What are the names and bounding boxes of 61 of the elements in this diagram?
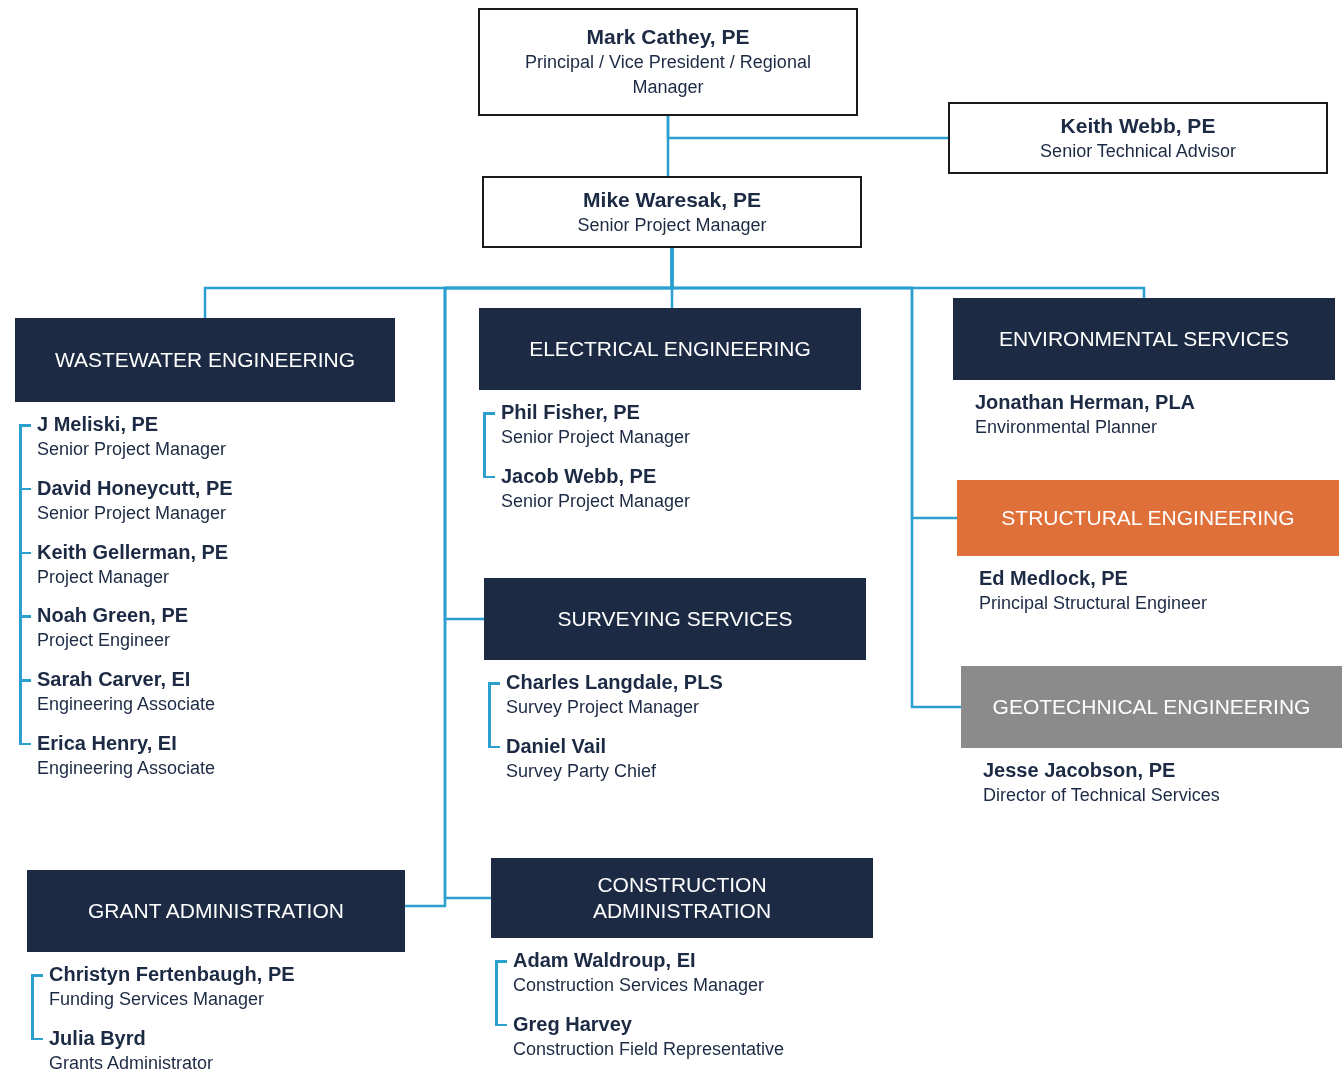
department-header: [484, 578, 866, 660]
person-name: Mark Cathey, PE: [586, 24, 750, 51]
department-title: SURVEYING SERVICES: [557, 605, 793, 632]
person-name: Erica Henry, EI: [37, 730, 178, 756]
person-box: [482, 176, 862, 248]
person-name: Ed Medlock, PE: [979, 566, 1129, 591]
person-name: Jacob Webb, PE: [501, 463, 658, 489]
job-title: Senior Technical Advisor: [1040, 139, 1236, 163]
person-name: Keith Gellerman, PE: [37, 539, 230, 565]
department-header: [953, 298, 1335, 380]
person-name: Julia Byrd: [49, 1025, 147, 1051]
connector-line: [670, 248, 961, 709]
job-title: Survey Project Manager: [506, 696, 701, 719]
job-title: Senior Project Manager: [501, 426, 692, 449]
person-name: Keith Webb, PE: [1060, 112, 1216, 139]
person-box: [478, 8, 858, 116]
person-name: Christyn Fertenbaugh, PE: [49, 962, 296, 987]
job-title: Engineering Associate: [37, 756, 217, 780]
person-name: Jonathan Herman, PLA: [975, 390, 1197, 415]
job-title: Engineering Associate: [37, 693, 217, 716]
department-title: GRANT ADMINISTRATION: [88, 897, 344, 924]
job-title: Project Engineer: [37, 629, 172, 653]
department-header: [479, 308, 861, 390]
connector-line: [666, 116, 948, 140]
job-title: Construction Field Representative: [513, 1037, 786, 1061]
person-name: David Honeycutt, PE: [37, 475, 234, 501]
job-title: Senior Project Manager: [577, 213, 767, 237]
department-title: WASTEWATER ENGINEERING: [54, 346, 356, 373]
person-name: Mike Waresak, PE: [583, 186, 761, 213]
department-title: GEOTECHNICAL ENGINEERING: [992, 693, 1311, 720]
job-title: Director of Technical Services: [983, 784, 1221, 807]
department-title: ELECTRICAL ENGINEERING: [529, 335, 811, 362]
job-title: Principal Structural Engineer: [979, 592, 1209, 615]
person-name: Greg Harvey: [513, 1011, 633, 1037]
job-title: Survey Party Chief: [506, 759, 658, 783]
person-box: [948, 102, 1328, 174]
department-title: ENVIRONMENTAL SERVICES: [998, 325, 1290, 352]
person-name: Sarah Carver, EI: [37, 667, 192, 692]
job-title: Grants Administrator: [49, 1051, 215, 1075]
job-title: Senior Project Manager: [501, 489, 692, 513]
department-header: [491, 858, 873, 938]
department-title: CONSTRUCTION ADMINISTRATION: [591, 871, 773, 924]
person-name: Adam Waldroup, EI: [513, 948, 697, 973]
department-title: STRUCTURAL ENGINEERING: [1001, 504, 1295, 531]
department-header: [957, 480, 1339, 556]
person-name: Phil Fisher, PE: [501, 400, 641, 425]
job-title: Environmental Planner: [975, 416, 1159, 439]
job-title: Principal / Vice President / Regional Manager: [524, 51, 812, 100]
person-name: Daniel Vail: [506, 733, 608, 759]
person-name: Charles Langdale, PLS: [506, 670, 724, 695]
job-title: Project Manager: [37, 565, 171, 589]
person-name: Noah Green, PE: [37, 603, 190, 629]
job-title: Senior Project Manager: [37, 501, 228, 525]
department-header: [27, 870, 405, 952]
person-name: Jesse Jacobson, PE: [983, 758, 1177, 783]
person-name: J Meliski, PE: [37, 412, 160, 437]
department-header: [15, 318, 395, 402]
job-title: Construction Services Manager: [513, 974, 766, 997]
department-header: [961, 666, 1342, 748]
job-title: Senior Project Manager: [37, 438, 228, 461]
job-title: Funding Services Manager: [49, 988, 266, 1011]
